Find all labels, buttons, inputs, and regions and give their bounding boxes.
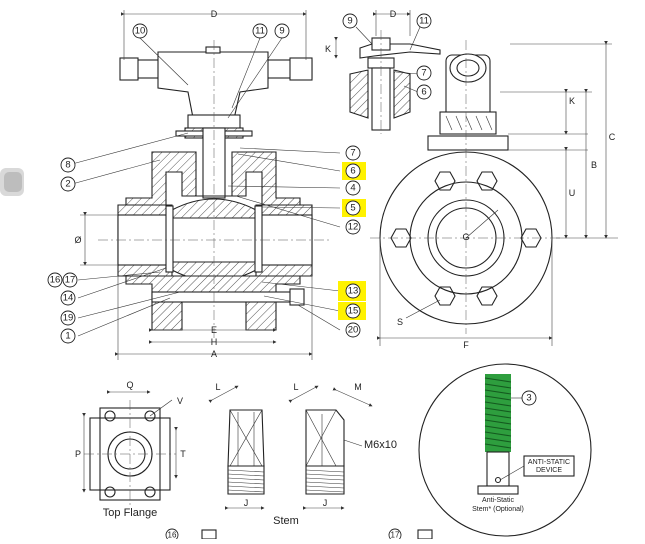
dim-C: C: [609, 132, 616, 142]
callout-15: 15: [348, 306, 359, 317]
dim-L-1: L: [215, 382, 220, 392]
callout-14: 14: [63, 293, 74, 304]
dim-A: A: [211, 349, 217, 359]
callout-detail-9: 9: [347, 16, 352, 27]
dim-F: F: [463, 340, 469, 350]
callout-detail-6: 6: [421, 87, 426, 98]
callout-8: 8: [65, 160, 70, 171]
dim-H: H: [211, 337, 218, 347]
handle-nut: [205, 46, 221, 54]
dim-K-top: K: [325, 44, 331, 54]
bottom-partial-callouts: 16 17: [165, 528, 433, 542]
callout-12: 12: [348, 222, 359, 233]
dim-Q: Q: [126, 380, 133, 390]
section-view: D E H A Ø: [47, 9, 366, 360]
callout-bottom-16: 16: [168, 531, 177, 540]
dim-E: E: [211, 325, 217, 335]
dim-D-top: D: [211, 9, 218, 19]
end-view: G C B K U F S: [370, 40, 618, 350]
stem-square-2: [305, 409, 345, 467]
bolt-nut: [289, 288, 305, 306]
dim-D-side: D: [390, 9, 397, 19]
flange-bolts: [390, 171, 542, 306]
callout-9: 9: [279, 26, 284, 37]
callout-20: 20: [348, 325, 359, 336]
lower-body: [125, 275, 301, 331]
photo-fragment: [0, 168, 24, 196]
callout-1: 1: [65, 331, 70, 342]
callout-10: 10: [135, 26, 146, 37]
dim-B: B: [591, 160, 597, 170]
callout-17: 17: [65, 275, 76, 286]
callout-2: 2: [65, 179, 70, 190]
callouts-section: 10 11 9 8 2 7 6 4 5 12 16 17 14 19 1 13 …: [47, 23, 366, 344]
callout-4: 4: [350, 183, 355, 194]
callout-5: 5: [350, 203, 355, 214]
handle-end-right: [289, 57, 313, 81]
callout-19: 19: [63, 313, 74, 324]
dim-K: K: [569, 96, 575, 106]
seat-right: [254, 205, 263, 273]
top-flange-view: Q V P T Top Flange: [75, 380, 186, 519]
handle-end-left: [119, 57, 139, 81]
dim-U: U: [569, 188, 576, 198]
stem-views: L J L M M6x10 J Stem: [208, 382, 397, 527]
callout-11: 11: [255, 26, 265, 37]
dim-G: G: [462, 232, 469, 242]
callout-16: 16: [50, 275, 61, 286]
thread-label: M6x10: [364, 439, 397, 451]
seat-left: [165, 205, 174, 273]
dim-J-1: J: [244, 498, 249, 508]
dim-diameter: Ø: [74, 235, 81, 245]
callout-detail-7: 7: [421, 68, 426, 79]
anti-static-circle: [418, 363, 592, 537]
callout-7: 7: [350, 148, 355, 159]
dim-L-2: L: [293, 382, 298, 392]
dim-J-2: J: [323, 498, 328, 508]
dim-S: S: [397, 317, 403, 327]
callout-6: 6: [350, 166, 355, 177]
stem-nut-detail: D K 9 11 7 6: [325, 9, 441, 134]
dim-P: P: [75, 449, 81, 459]
stem-caption: Stem: [273, 515, 299, 527]
callout-detail-11: 11: [419, 16, 429, 27]
dim-T: T: [180, 449, 186, 459]
callout-3: 3: [526, 393, 531, 404]
dim-V: V: [177, 396, 183, 406]
callout-13: 13: [348, 286, 359, 297]
detail-body: [349, 69, 369, 119]
callout-bottom-17: 17: [391, 531, 400, 540]
top-flange-caption: Top Flange: [103, 507, 157, 519]
dim-M: M: [354, 382, 362, 392]
